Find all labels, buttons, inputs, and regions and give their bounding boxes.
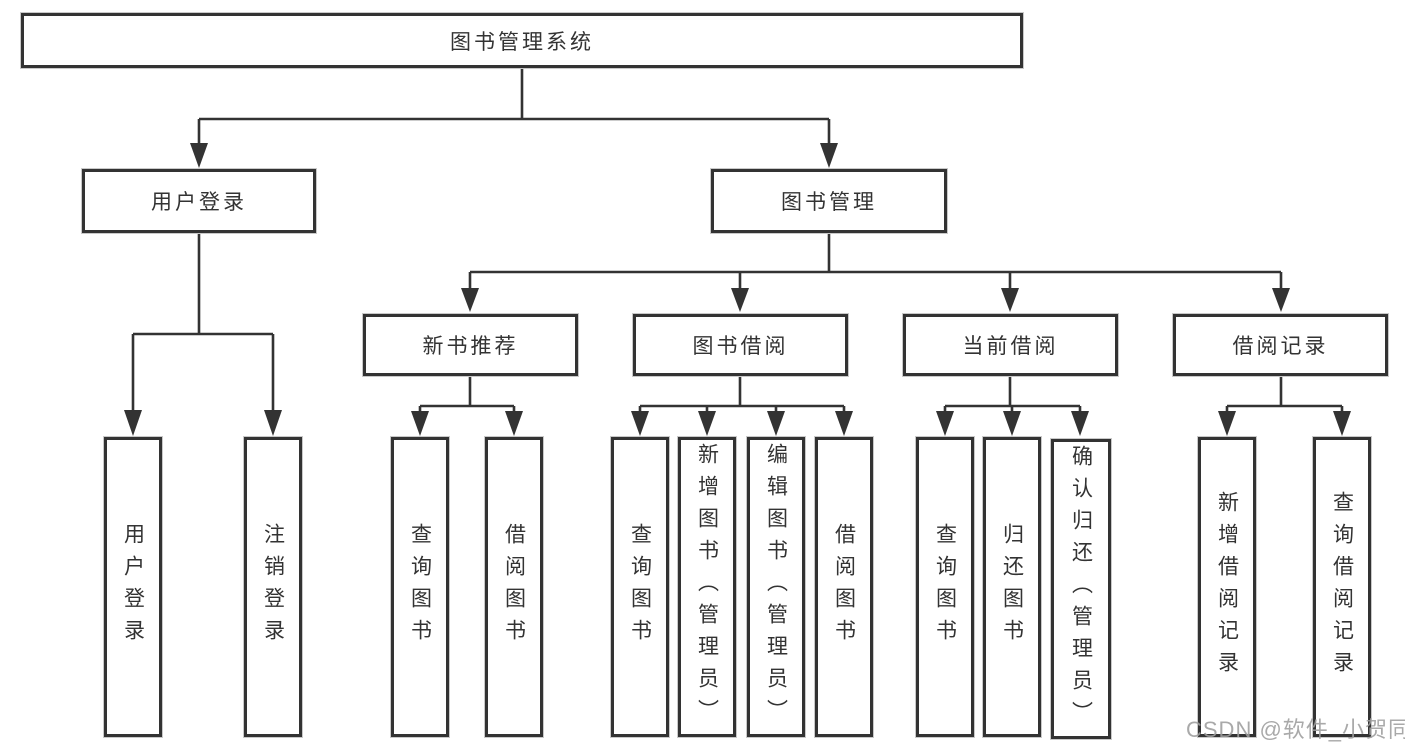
connector-user-login-children <box>131 233 275 411</box>
node-label: 编辑图书（管理员） <box>764 443 788 731</box>
arrowhead <box>1001 288 1019 312</box>
connector-root-to-level2 <box>197 68 831 145</box>
leaf-current-confirm-return-admin: 确认归还（管理员） <box>1051 439 1111 739</box>
connector-new-book-children <box>418 376 516 413</box>
node-label: 借阅记录 <box>1232 335 1329 358</box>
leaf-user-login: 用户登录 <box>104 437 162 737</box>
arrowhead <box>264 410 282 436</box>
arrowhead <box>124 410 142 436</box>
node-user-login: 用户登录 <box>82 169 316 233</box>
connector-borrow-records-children <box>1225 376 1344 413</box>
node-label: 借阅图书 <box>832 523 856 651</box>
node-label: 借阅图书 <box>502 523 526 651</box>
node-label: 当前借阅 <box>962 335 1059 358</box>
node-label: 图书借阅 <box>692 335 789 358</box>
arrowhead <box>835 411 853 436</box>
leaf-current-return-book: 归还图书 <box>983 437 1041 737</box>
node-label: 新书推荐 <box>422 335 519 358</box>
arrowhead <box>698 411 716 436</box>
leaf-borrow-edit-book-admin: 编辑图书（管理员） <box>747 437 805 737</box>
node-label: 确认归还（管理员） <box>1069 445 1093 733</box>
leaf-current-query-book: 查询图书 <box>916 437 974 737</box>
node-label: 新增借阅记录 <box>1215 491 1239 683</box>
leaf-borrow-borrow-book: 借阅图书 <box>815 437 873 737</box>
arrowhead <box>461 288 479 312</box>
arrowhead <box>767 411 785 436</box>
arrowhead <box>190 143 208 168</box>
arrowhead <box>820 143 838 168</box>
arrowhead <box>631 411 649 436</box>
node-label: 查询图书 <box>933 523 957 651</box>
csdn-watermark: CSDN @软件_小贺同学 <box>1186 717 1405 742</box>
leaf-logout: 注销登录 <box>244 437 302 737</box>
connector-current-borrow-children <box>943 376 1082 413</box>
arrowhead <box>1071 411 1089 436</box>
node-label: 注销登录 <box>261 523 285 651</box>
node-label: 归还图书 <box>1000 523 1024 651</box>
node-book-management: 图书管理 <box>711 169 947 233</box>
leaf-newbook-borrow-book: 借阅图书 <box>485 437 543 737</box>
node-current-borrow: 当前借阅 <box>903 314 1118 376</box>
node-label: 用户登录 <box>121 523 145 651</box>
arrowhead <box>936 411 954 436</box>
node-new-book-recommend: 新书推荐 <box>363 314 578 376</box>
arrowhead <box>411 411 429 436</box>
node-label: 图书管理系统 <box>450 30 594 54</box>
leaf-record-query-borrow-record: 查询借阅记录 <box>1313 437 1371 737</box>
node-label: 新增图书（管理员） <box>695 443 719 731</box>
leaf-borrow-query-book: 查询图书 <box>611 437 669 737</box>
connector-book-management-children <box>468 233 1283 289</box>
node-label: 查询借阅记录 <box>1330 491 1354 683</box>
arrowhead <box>731 288 749 312</box>
leaf-newbook-query-book: 查询图书 <box>391 437 449 737</box>
node-label: 图书管理 <box>781 191 877 214</box>
node-root-book-management-system: 图书管理系统 <box>21 13 1023 68</box>
node-label: 查询图书 <box>628 523 652 651</box>
arrowhead <box>1003 411 1021 436</box>
node-label: 用户登录 <box>151 191 247 214</box>
arrowhead <box>1333 411 1351 436</box>
leaf-record-add-borrow-record: 新增借阅记录 <box>1198 437 1256 737</box>
arrowhead <box>1272 288 1290 312</box>
node-book-borrow: 图书借阅 <box>633 314 848 376</box>
connector-book-borrow-children <box>638 376 846 413</box>
arrowhead <box>1218 411 1236 436</box>
leaf-borrow-add-book-admin: 新增图书（管理员） <box>678 437 736 737</box>
arrowhead <box>505 411 523 436</box>
node-borrow-records: 借阅记录 <box>1173 314 1388 376</box>
node-label: 查询图书 <box>408 523 432 651</box>
